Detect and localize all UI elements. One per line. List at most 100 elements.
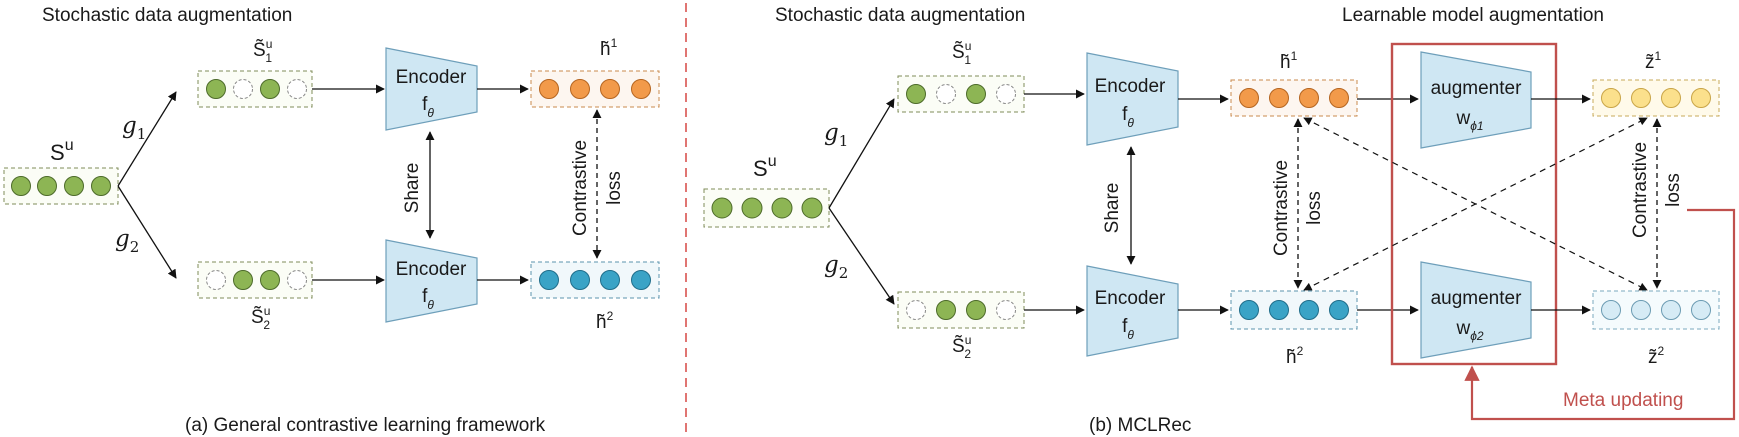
meta-updating-label: Meta updating	[1563, 390, 1683, 411]
seq-item	[966, 84, 986, 104]
panel-b-augmenter-bottom	[1420, 261, 1532, 359]
panel-a-g1-arrow	[117, 91, 177, 187]
seq-item	[11, 176, 31, 196]
masked-item	[996, 84, 1016, 104]
seq-item	[206, 79, 226, 99]
panel-b-augmenter-bottom-title: augmenter	[1431, 288, 1523, 309]
masked-item	[936, 84, 956, 104]
panel-b-header-left: Stochastic data augmentation	[775, 5, 1025, 26]
embed-item	[1661, 88, 1681, 108]
panel-b-g2-arrow	[828, 207, 895, 305]
embed-item	[1631, 300, 1651, 320]
panel-b-header-right: Learnable model augmentation	[1342, 5, 1604, 26]
seq-item	[260, 79, 280, 99]
masked-item	[906, 300, 926, 320]
panel-a-encoder-bottom	[385, 239, 478, 323]
seq-item	[906, 84, 926, 104]
masked-item	[287, 79, 307, 99]
embed-item	[1299, 88, 1319, 108]
seq-item	[771, 197, 793, 219]
panel-a-caption: (a) General contrastive learning framewo…	[185, 415, 546, 436]
panel-b-augmenter-top	[1420, 51, 1532, 149]
seq-item	[91, 176, 111, 196]
panel-a-encoder-top	[385, 47, 478, 131]
panel-b-h2-label: h̃2	[1286, 344, 1304, 368]
seq-item	[966, 300, 986, 320]
panel-b-z1-label: z̃1	[1645, 49, 1662, 73]
panel-a-encoder-top-title: Encoder	[396, 67, 467, 88]
embed-item	[1329, 300, 1349, 320]
panel-b-h-contrastive-label: Contrastive	[1271, 160, 1292, 256]
embed-item	[600, 79, 620, 99]
panel-a-contrastive-label: Contrastive	[570, 140, 591, 236]
embed-item	[570, 270, 590, 290]
seq-item	[711, 197, 733, 219]
embed-item	[600, 270, 620, 290]
panel-a-g2-arrow	[117, 185, 177, 279]
panel-a-g2-label: g2	[115, 226, 139, 256]
panel-b-augmenter-bottom-w: wϕ2	[1455, 318, 1483, 343]
panel-a-g1-label: g1	[122, 113, 146, 143]
masked-item	[233, 79, 253, 99]
panel-a-encoder-bottom-f: fθ	[422, 286, 434, 312]
embed-item	[1691, 88, 1711, 108]
embed-item	[1661, 300, 1681, 320]
panel-a-encoder-bottom-title: Encoder	[396, 259, 467, 280]
seq-item	[936, 300, 956, 320]
panel-a-encoder-top-f: fθ	[422, 94, 434, 120]
embed-item	[1601, 88, 1621, 108]
seq-item	[260, 270, 280, 290]
embed-item	[1269, 300, 1289, 320]
panel-a-input-circles	[11, 176, 111, 196]
embed-item	[1691, 300, 1711, 320]
embed-item	[1239, 88, 1259, 108]
embed-item	[1329, 88, 1349, 108]
panel-b-g1-label: g1	[824, 120, 848, 150]
panel-a-h1-label: h̃1	[600, 36, 618, 60]
meta-updating-arrow	[1464, 208, 1736, 421]
panel-a-share-label: Share	[402, 163, 423, 214]
seq-item	[233, 270, 253, 290]
panel-b-g2-label: g2	[824, 252, 848, 282]
embed-item	[631, 79, 651, 99]
panel-b-encoder-top	[1086, 52, 1179, 146]
panel-b-z2-label: z̃2	[1648, 344, 1665, 368]
seq-item	[741, 197, 763, 219]
panel-b-z-loss-label: loss	[1663, 173, 1684, 207]
embed-item	[539, 79, 559, 99]
embed-item	[1631, 88, 1651, 108]
panel-b-encoder-bottom-title: Encoder	[1095, 288, 1166, 309]
embed-item	[1601, 300, 1621, 320]
panel-b-augmenter-top-title: augmenter	[1431, 78, 1523, 99]
panel-a-input-label: Su	[50, 137, 74, 165]
panel-a-header: Stochastic data augmentation	[42, 5, 292, 26]
panel-b-encoder-top-f: fθ	[1122, 104, 1134, 130]
embed-item	[539, 270, 559, 290]
panel-b-h-loss-label: loss	[1304, 191, 1325, 225]
seq-item	[64, 176, 84, 196]
panel-b-caption: (b) MCLRec	[1089, 415, 1191, 436]
panel-b-encoder-bottom-f: fθ	[1122, 316, 1134, 342]
seq-item	[801, 197, 823, 219]
embed-item	[1239, 300, 1259, 320]
cross-arrow-h2-z1	[1303, 117, 1648, 291]
panel-b-encoder-bottom	[1086, 265, 1179, 357]
masked-item	[996, 300, 1016, 320]
panel-b-share-label: Share	[1102, 183, 1123, 234]
embed-item	[1299, 300, 1319, 320]
embed-item	[1269, 88, 1289, 108]
panel-a-loss-label: loss	[604, 171, 625, 205]
masked-item	[206, 270, 226, 290]
embed-item	[631, 270, 651, 290]
panel-b-z-contrastive-label: Contrastive	[1630, 142, 1651, 238]
panel-b-g1-arrow	[828, 98, 895, 209]
masked-item	[287, 270, 307, 290]
panel-b-input-label: Su	[753, 153, 777, 181]
embed-item	[570, 79, 590, 99]
panel-a-h2-label: h̃2	[596, 309, 614, 333]
